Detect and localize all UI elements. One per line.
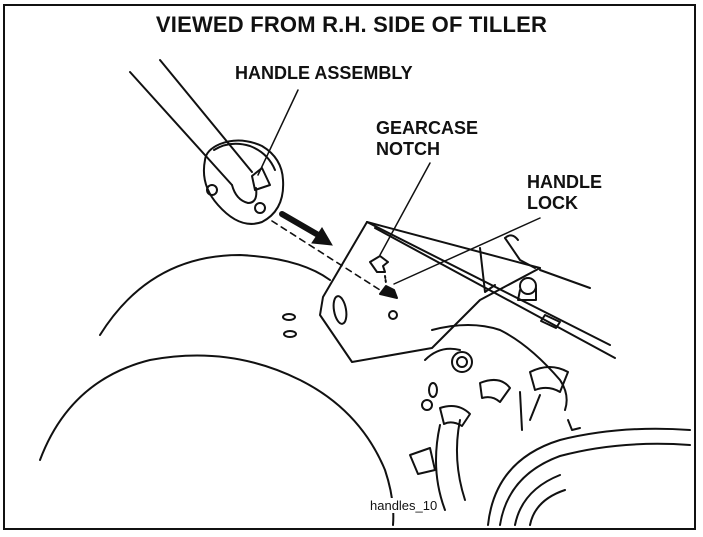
tine-2 bbox=[479, 378, 511, 403]
gearcase-plate bbox=[319, 221, 541, 363]
label-gearcase-notch-line2: NOTCH bbox=[376, 139, 440, 159]
handle-tube bbox=[129, 59, 253, 186]
tine-1 bbox=[529, 366, 569, 393]
label-handle-assembly: HANDLE ASSEMBLY bbox=[235, 63, 413, 83]
tine-hub bbox=[487, 427, 691, 526]
gearcase-notch bbox=[369, 255, 389, 273]
label-handle-lock-line1: HANDLE bbox=[527, 172, 602, 192]
direction-arrow bbox=[279, 211, 333, 246]
alignment-dotted-line bbox=[271, 220, 381, 291]
diagram-title: VIEWED FROM R.H. SIDE OF TILLER bbox=[155, 12, 548, 37]
diagram-frame bbox=[3, 4, 696, 530]
handle-bracket bbox=[202, 139, 285, 225]
leader-gearcase-notch bbox=[379, 162, 431, 256]
label-gearcase-notch-line1: GEARCASE bbox=[376, 118, 479, 138]
figure-id: handles_10 bbox=[368, 498, 440, 513]
label-handle-lock-line2: LOCK bbox=[527, 193, 578, 213]
tine-3 bbox=[439, 405, 471, 427]
tine-arc-left bbox=[99, 254, 331, 336]
leader-handle-assembly bbox=[257, 89, 299, 176]
leader-handle-lock bbox=[393, 217, 541, 285]
handle-lock bbox=[379, 285, 398, 299]
